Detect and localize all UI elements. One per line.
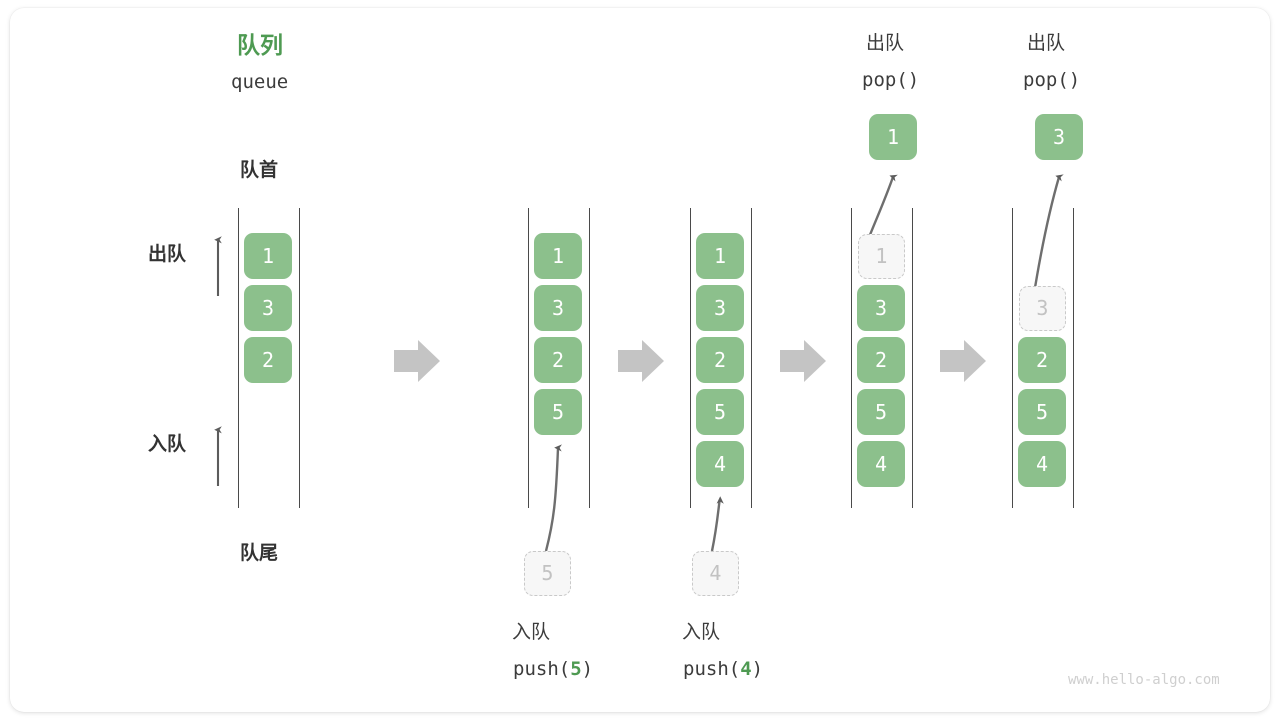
push-code-arg-1: 5: [570, 658, 582, 680]
queue-cell: 3: [244, 285, 292, 331]
queue-cell: 2: [534, 337, 582, 383]
queue-cell: 1: [534, 233, 582, 279]
queue-cell: 5: [696, 389, 744, 435]
pop-header-code-2: pop(): [1023, 69, 1081, 91]
flow-arrow-1: [394, 340, 440, 382]
push-input-ghost: 4: [692, 551, 739, 596]
queue-cell: 5: [534, 389, 582, 435]
popped-ghost-cell: 3: [1019, 286, 1066, 331]
enqueue-side-label: 入队: [148, 434, 187, 455]
rail-right-0: [299, 208, 301, 508]
queue-cell: 3: [534, 285, 582, 331]
queue-cell: 3: [857, 285, 905, 331]
queue-cell: 4: [857, 441, 905, 487]
queue-cell: 2: [1018, 337, 1066, 383]
popped-ghost-cell: 1: [858, 234, 905, 279]
queue-cell: 2: [857, 337, 905, 383]
rail-right-2: [751, 208, 753, 508]
figure-title-en: queue: [231, 71, 289, 93]
flow-arrow-2: [618, 340, 664, 382]
push-code-suffix-1: ): [581, 658, 594, 680]
rear-label: 队尾: [240, 543, 279, 564]
queue-cell: 5: [1018, 389, 1066, 435]
rail-left-2: [690, 208, 692, 508]
figure-title-cn: 队列: [237, 32, 283, 58]
rail-left-1: [528, 208, 530, 508]
push-input-ghost: 5: [524, 551, 571, 596]
pop-header-cn-2: 出队: [1027, 33, 1066, 54]
rail-right-4: [1073, 208, 1075, 508]
rail-left-0: [238, 208, 240, 508]
rail-right-1: [589, 208, 591, 508]
rail-right-3: [912, 208, 914, 508]
queue-cell: 4: [1018, 441, 1066, 487]
push-arrow-2: [710, 496, 724, 552]
rail-left-4: [1012, 208, 1014, 508]
push-caption-code-2: push(4): [683, 660, 763, 679]
pop-arrow-2: [1031, 174, 1064, 301]
push-caption-cn-1: 入队: [512, 622, 551, 643]
front-label: 队首: [240, 160, 279, 181]
push-code-suffix-2: ): [751, 658, 764, 680]
flow-arrow-4: [940, 340, 986, 382]
queue-cell: 2: [244, 337, 292, 383]
push-arrow-1: [544, 444, 562, 552]
push-code-prefix-2: push(: [683, 658, 741, 680]
pop-output-cell: 3: [1035, 114, 1083, 160]
rail-left-3: [851, 208, 853, 508]
push-caption-code-1: push(5): [513, 660, 593, 679]
queue-cell: 2: [696, 337, 744, 383]
push-code-arg-2: 4: [740, 658, 752, 680]
dequeue-side-label: 出队: [148, 244, 187, 265]
queue-cell: 4: [696, 441, 744, 487]
pop-output-cell: 1: [869, 114, 917, 160]
pop-header-cn-1: 出队: [866, 33, 905, 54]
push-code-prefix-1: push(: [513, 658, 571, 680]
pop-header-code-1: pop(): [862, 69, 920, 91]
queue-cell: 1: [696, 233, 744, 279]
flow-arrow-3: [780, 340, 826, 382]
push-caption-cn-2: 入队: [682, 622, 721, 643]
queue-cell: 5: [857, 389, 905, 435]
queue-cell: 3: [696, 285, 744, 331]
watermark: www.hello-algo.com: [1068, 672, 1220, 688]
queue-cell: 1: [244, 233, 292, 279]
